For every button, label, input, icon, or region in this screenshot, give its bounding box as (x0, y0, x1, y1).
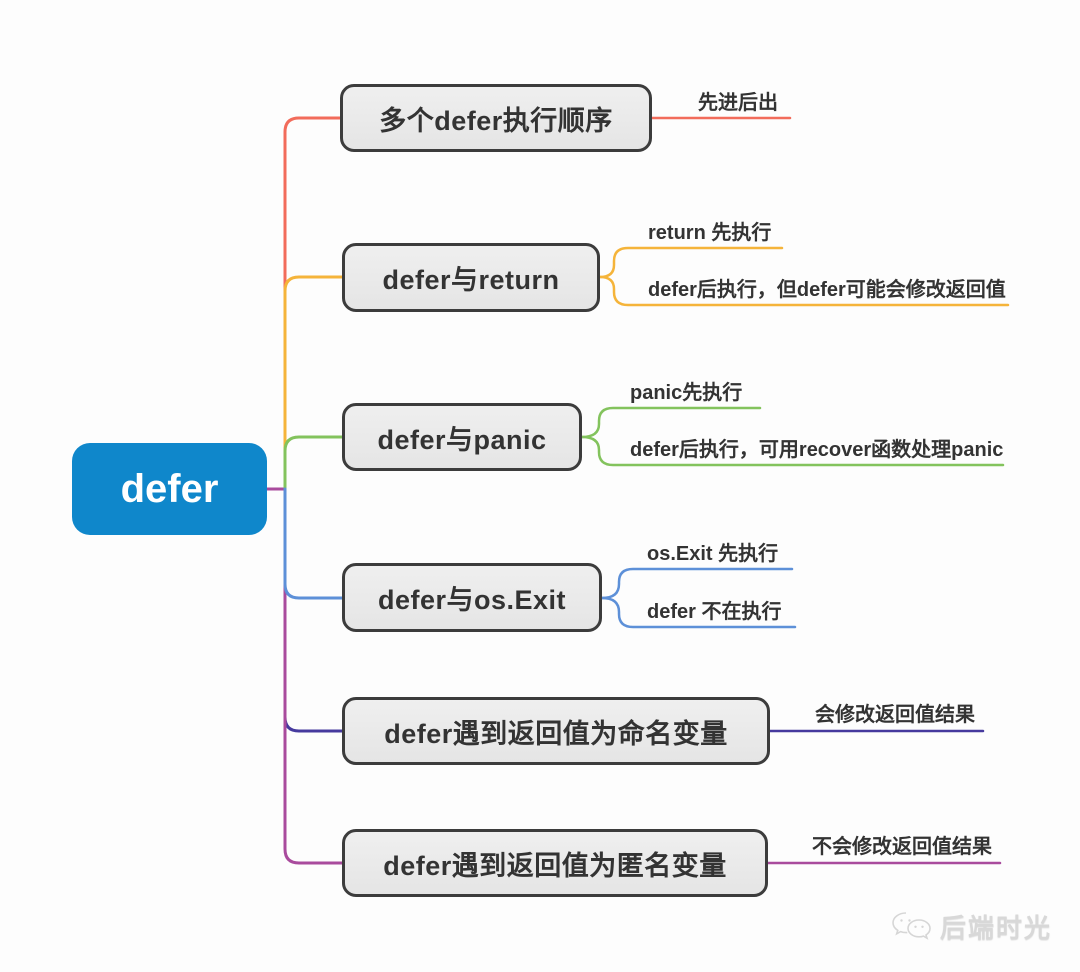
branch-node-anonymous-return: defer遇到返回值为匿名变量 (342, 829, 768, 897)
branch-node-label: defer与os.Exit (377, 585, 567, 615)
watermark: 后端时光 (890, 908, 1052, 945)
branch-node-defer-return: defer与return (342, 243, 600, 312)
leaf-line-3b (580, 435, 1005, 467)
leaf-line-4a (600, 567, 794, 600)
root-node-label: defer (120, 466, 219, 511)
leaf-label: defer后执行，可用recover函数处理panic (630, 439, 1004, 461)
wechat-icon (890, 910, 932, 944)
leaf-line-2a (598, 246, 784, 279)
branch-node-label: defer遇到返回值为命名变量 (384, 718, 728, 749)
leaf-line-3a (580, 406, 762, 439)
leaf-label: return 先执行 (648, 222, 772, 244)
leaf-label: panic先执行 (630, 382, 743, 404)
leaf-label: 不会修改返回值结果 (812, 836, 992, 858)
branch-node-defer-panic: defer与panic (342, 403, 582, 471)
branch-node-defer-order: 多个defer执行顺序 (340, 84, 652, 152)
branch-node-defer-osexit: defer与os.Exit (342, 563, 602, 632)
leaf-line-4b (600, 596, 797, 629)
branch-line-6 (265, 487, 346, 865)
leaf-label: os.Exit 先执行 (647, 543, 779, 565)
branch-line-2 (283, 275, 346, 491)
branch-line-1 (283, 116, 344, 491)
branch-node-label: defer与return (382, 265, 560, 295)
leaf-line-2b (598, 275, 1010, 307)
branch-line-3 (283, 435, 346, 491)
watermark-text: 后端时光 (940, 913, 1053, 943)
branch-node-named-return: defer遇到返回值为命名变量 (342, 697, 770, 765)
branch-node-label: defer遇到返回值为匿名变量 (383, 850, 727, 881)
branch-line-4 (283, 487, 346, 600)
leaf-label: 先进后出 (698, 92, 778, 114)
branch-line-5 (283, 487, 346, 733)
branch-node-label: 多个defer执行顺序 (379, 105, 613, 136)
leaf-label: defer后执行，但defer可能会修改返回值 (648, 279, 1006, 301)
leaf-label: 会修改返回值结果 (815, 704, 975, 726)
root-node-defer: defer (72, 443, 267, 535)
leaf-label: defer 不在执行 (647, 601, 782, 623)
branch-node-label: defer与panic (377, 424, 547, 455)
